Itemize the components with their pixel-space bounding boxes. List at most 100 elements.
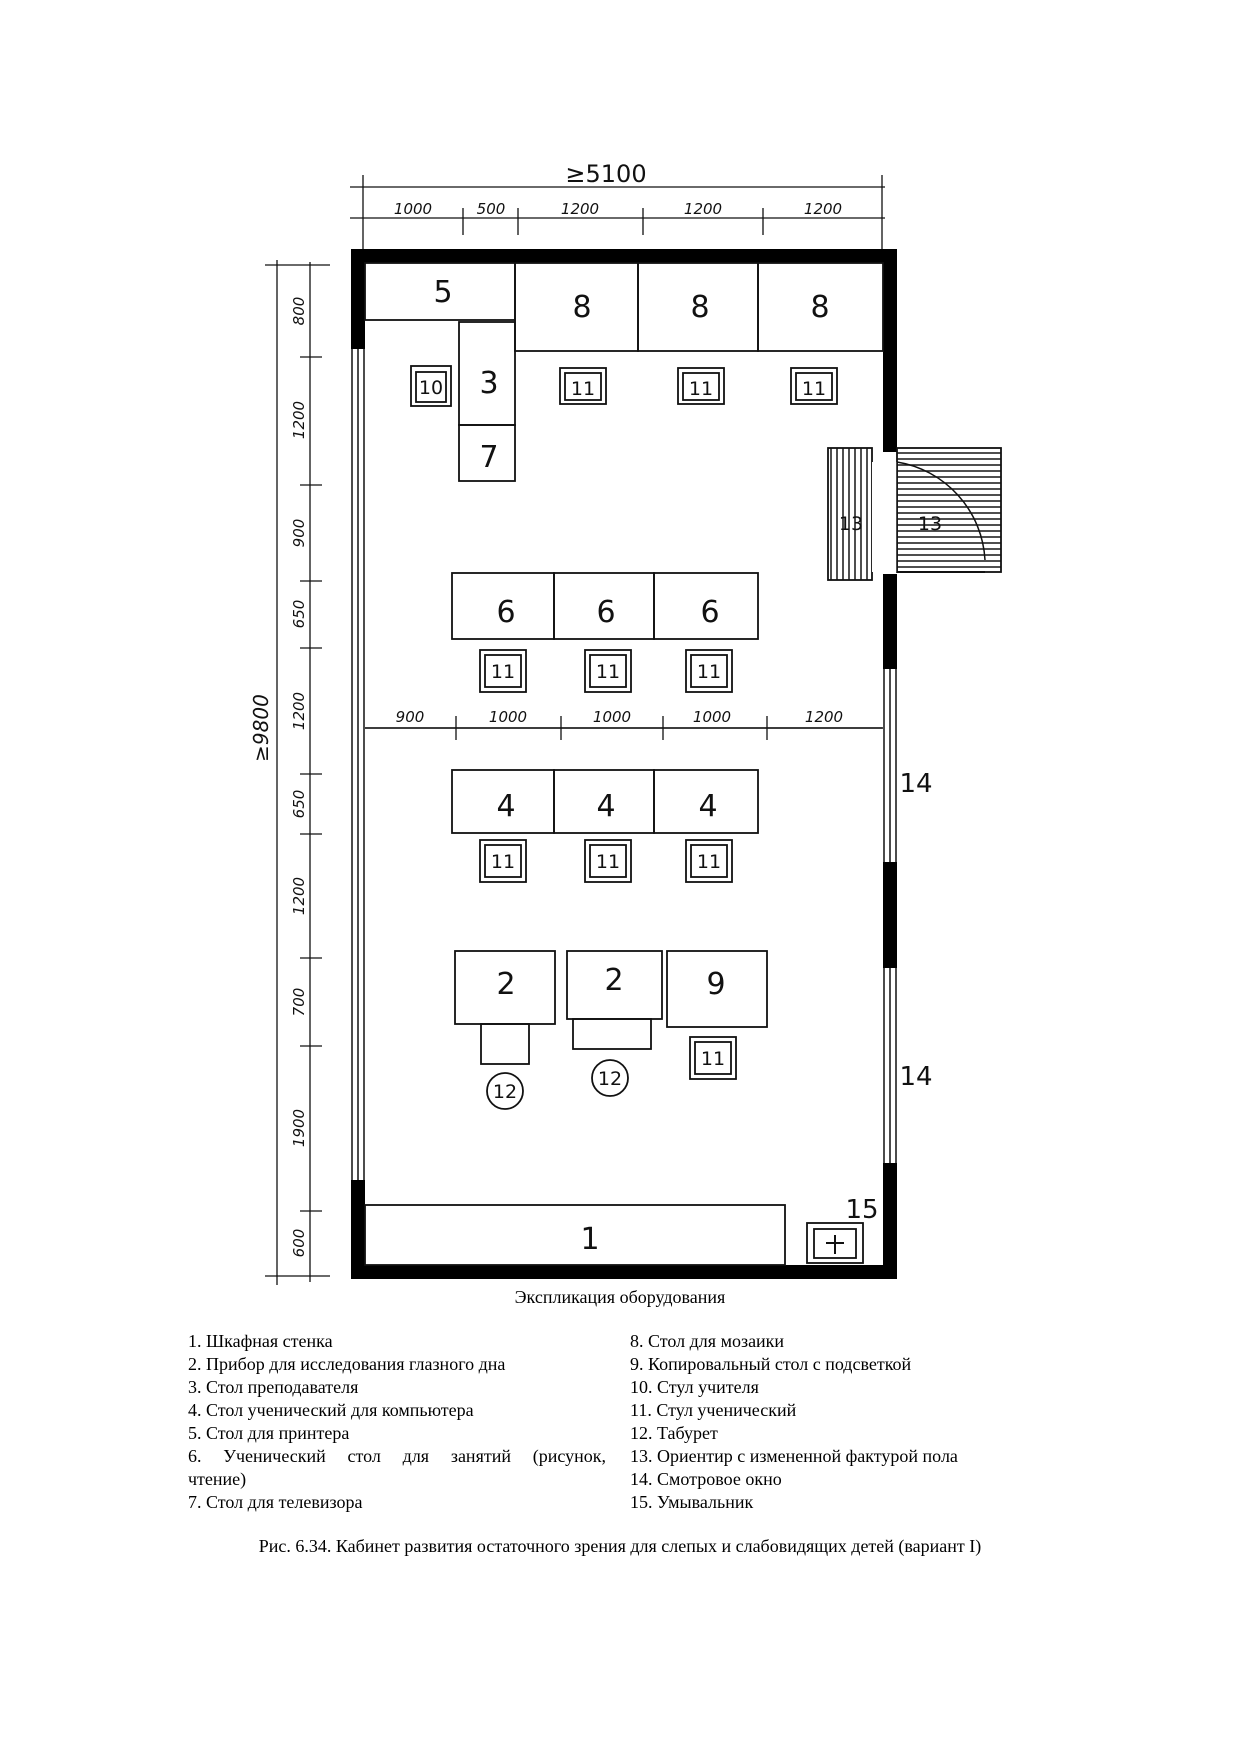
item-number: 12 [598, 1068, 622, 1090]
legend-item: 6. Ученический стол для занятий (рисунок… [188, 1446, 606, 1466]
equipment-legend-title: Экспликация оборудования [514, 1287, 726, 1307]
viewing-window [883, 669, 897, 862]
left-dim: 800 [290, 297, 308, 326]
tv-table [458, 424, 516, 482]
item-number: 8 [572, 290, 591, 325]
mid-dim: 1000 [693, 708, 731, 726]
overall-length-dim: ≥9800 [249, 694, 273, 762]
legend-item: 8. Стол для мозаики [630, 1331, 785, 1351]
item-number: 11 [596, 851, 620, 873]
mid-dim: 1000 [593, 708, 631, 726]
legend-item: 14. Смотровое окно [630, 1469, 782, 1489]
left-dim: 900 [290, 519, 308, 548]
item-number: 11 [596, 661, 620, 683]
top-dim-labels: 1000 500 1200 1200 1200 [394, 200, 842, 218]
item-number: 9 [706, 967, 725, 1002]
item-number: 6 [700, 595, 719, 630]
wardrobe-wall [364, 1204, 786, 1266]
item-number: 4 [698, 789, 717, 824]
item-number: 6 [496, 595, 515, 630]
item-number: 3 [479, 366, 498, 401]
legend-item: 3. Стол преподавателя [188, 1377, 359, 1397]
top-dim: 1000 [394, 200, 432, 218]
mid-dim: 1200 [805, 708, 843, 726]
left-dim: 1200 [290, 401, 308, 439]
student-chair [689, 1036, 737, 1080]
study-table [653, 572, 759, 640]
item-number: 7 [479, 440, 498, 475]
item-number: 8 [810, 290, 829, 325]
item-number: 14 [899, 1062, 932, 1092]
legend-item: 9. Копировальный стол с подсветкой [630, 1354, 912, 1374]
item-number: 11 [491, 851, 515, 873]
item-number: 11 [701, 1048, 725, 1070]
left-dim: 650 [290, 600, 308, 629]
left-dim: 650 [290, 790, 308, 819]
left-dim: 1900 [290, 1109, 308, 1147]
legend-item: 12. Табурет [630, 1423, 718, 1443]
left-dim-labels: 800 1200 900 650 1200 650 1200 700 1900 … [290, 297, 308, 1258]
left-dim: 700 [290, 988, 308, 1017]
sink [806, 1222, 864, 1264]
student-chair [790, 367, 838, 405]
item-number: 4 [496, 789, 515, 824]
top-dim: 1200 [684, 200, 722, 218]
copy-table [666, 950, 768, 1028]
sink-drain-icon [826, 1235, 844, 1254]
legend-item: чтение) [188, 1469, 247, 1489]
student-chair [685, 649, 733, 693]
left-window [351, 349, 365, 1180]
student-chair [559, 367, 607, 405]
student-chair [584, 649, 632, 693]
side-item-labels: 14 14 15 [845, 769, 932, 1225]
item-number: 15 [845, 1195, 878, 1225]
item-number: 13 [839, 513, 863, 535]
item-number: 10 [419, 377, 443, 399]
computer-table [653, 769, 759, 834]
floor-texture-marker [827, 447, 873, 581]
stool [486, 1072, 524, 1110]
floor-plan: ≥5100 1000 500 1200 1200 1200 ≥9800 800 … [249, 160, 1002, 1285]
floor-texture-marker [896, 447, 1002, 573]
walls [351, 249, 897, 1279]
small-item-labels: 10 11 11 11 11 11 11 11 11 11 11 12 12 1… [419, 377, 942, 1103]
legend-item: 2. Прибор для исследования глазного дна [188, 1354, 506, 1374]
item-number: 5 [433, 275, 452, 310]
item-number: 11 [571, 378, 595, 400]
mosaic-table [757, 262, 884, 352]
viewing-window [883, 968, 897, 1163]
legend-item: 13. Ориентир с измененной фактурой пола [630, 1446, 958, 1466]
overall-width-dim: ≥5100 [565, 160, 646, 188]
student-chair [479, 649, 527, 693]
item-number: 2 [496, 967, 515, 1002]
item-number: 11 [697, 851, 721, 873]
left-dim: 1200 [290, 877, 308, 915]
teacher-chair [410, 365, 452, 407]
item-number: 11 [802, 378, 826, 400]
legend-right-column: 8. Стол для мозаики 9. Копировальный сто… [630, 1330, 1060, 1514]
mid-dim: 900 [396, 708, 425, 726]
item-number: 13 [918, 513, 942, 535]
item-labels: 5 8 8 8 3 7 6 6 6 4 4 4 2 2 9 1 [433, 275, 829, 1257]
mid-dim: 1000 [489, 708, 527, 726]
item-number: 11 [491, 661, 515, 683]
legend-item: 11. Стул ученический [630, 1400, 797, 1420]
top-dim: 1200 [561, 200, 599, 218]
legend-item: 15. Умывальник [630, 1492, 754, 1512]
top-dim: 1200 [804, 200, 842, 218]
legend-left-column: 1. Шкафная стенка 2. Прибор для исследов… [188, 1330, 606, 1514]
item-number: 4 [596, 789, 615, 824]
item-number: 12 [493, 1081, 517, 1103]
student-chair [479, 839, 527, 883]
item-number: 1 [580, 1222, 599, 1257]
legend-item: 10. Стул учителя [630, 1377, 759, 1397]
item-number: 11 [697, 661, 721, 683]
left-dim: 600 [290, 1229, 308, 1258]
item-number: 2 [604, 963, 623, 998]
figure-caption: Рис. 6.34. Кабинет развития остаточного … [258, 1536, 982, 1556]
mid-dim-labels: 900 1000 1000 1000 1200 [396, 708, 843, 726]
item-number: 11 [689, 378, 713, 400]
top-dim: 500 [477, 200, 506, 218]
legend-item: 7. Стол для телевизора [188, 1492, 363, 1512]
student-chair [677, 367, 725, 405]
